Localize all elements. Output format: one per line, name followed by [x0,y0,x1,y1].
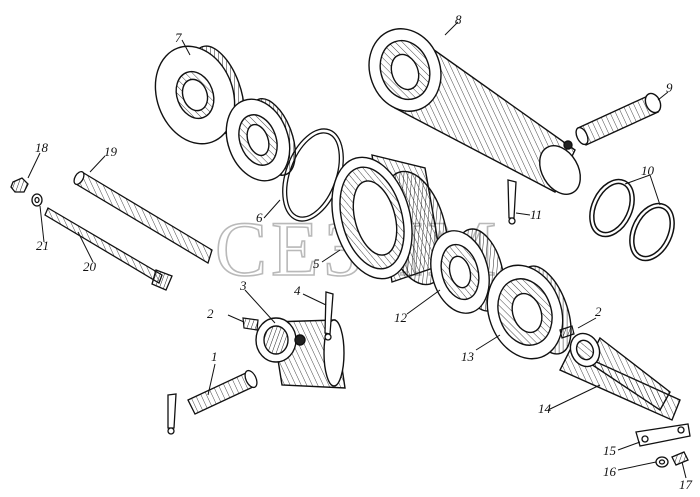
label-12: 12 [394,310,408,325]
label-2-left: 2 [207,306,214,321]
part-8-sleeve [368,28,581,195]
part-15-plate [635,423,691,447]
label-13: 13 [461,349,475,364]
label-7: 7 [175,30,182,45]
label-17: 17 [679,477,693,492]
part-10-rings [589,178,675,262]
label-18: 18 [35,140,49,155]
part-14-sleeve [559,332,681,421]
label-11: 11 [530,207,542,222]
leader-lines [27,21,687,479]
part-1-pin [167,369,258,435]
part-2-bolt-left [242,317,259,331]
label-8: 8 [455,12,462,27]
label-6: 6 [256,210,263,225]
part-16-washer [655,456,669,468]
label-14: 14 [538,401,552,416]
part-5-housing [331,154,449,286]
part-labels: 1 2 2 3 4 5 6 7 8 9 10 11 12 13 14 15 16… [35,12,693,492]
part-4-cotter [324,291,334,341]
label-16: 16 [603,464,617,479]
label-15: 15 [603,443,617,458]
label-4: 4 [294,283,301,298]
part-3-housing [255,317,346,389]
part-11-cotter [507,179,517,225]
part-bearing-upper [225,98,296,182]
part-20-threaded-rod [44,207,173,291]
label-1: 1 [211,349,218,364]
part-18-nut [10,177,29,193]
label-21: 21 [36,238,49,253]
part-17-bolt [671,451,689,466]
label-9: 9 [666,80,673,95]
label-20: 20 [83,259,97,274]
part-13-flange [486,264,572,360]
label-10: 10 [641,163,655,178]
part-2-bolt-right [559,325,575,339]
part-19-rod [73,170,213,264]
part-9-pin [575,92,662,146]
part-21-washer [31,193,43,207]
label-3: 3 [239,278,247,293]
label-19: 19 [104,144,118,159]
label-5: 5 [313,256,320,271]
label-2-right: 2 [595,304,602,319]
